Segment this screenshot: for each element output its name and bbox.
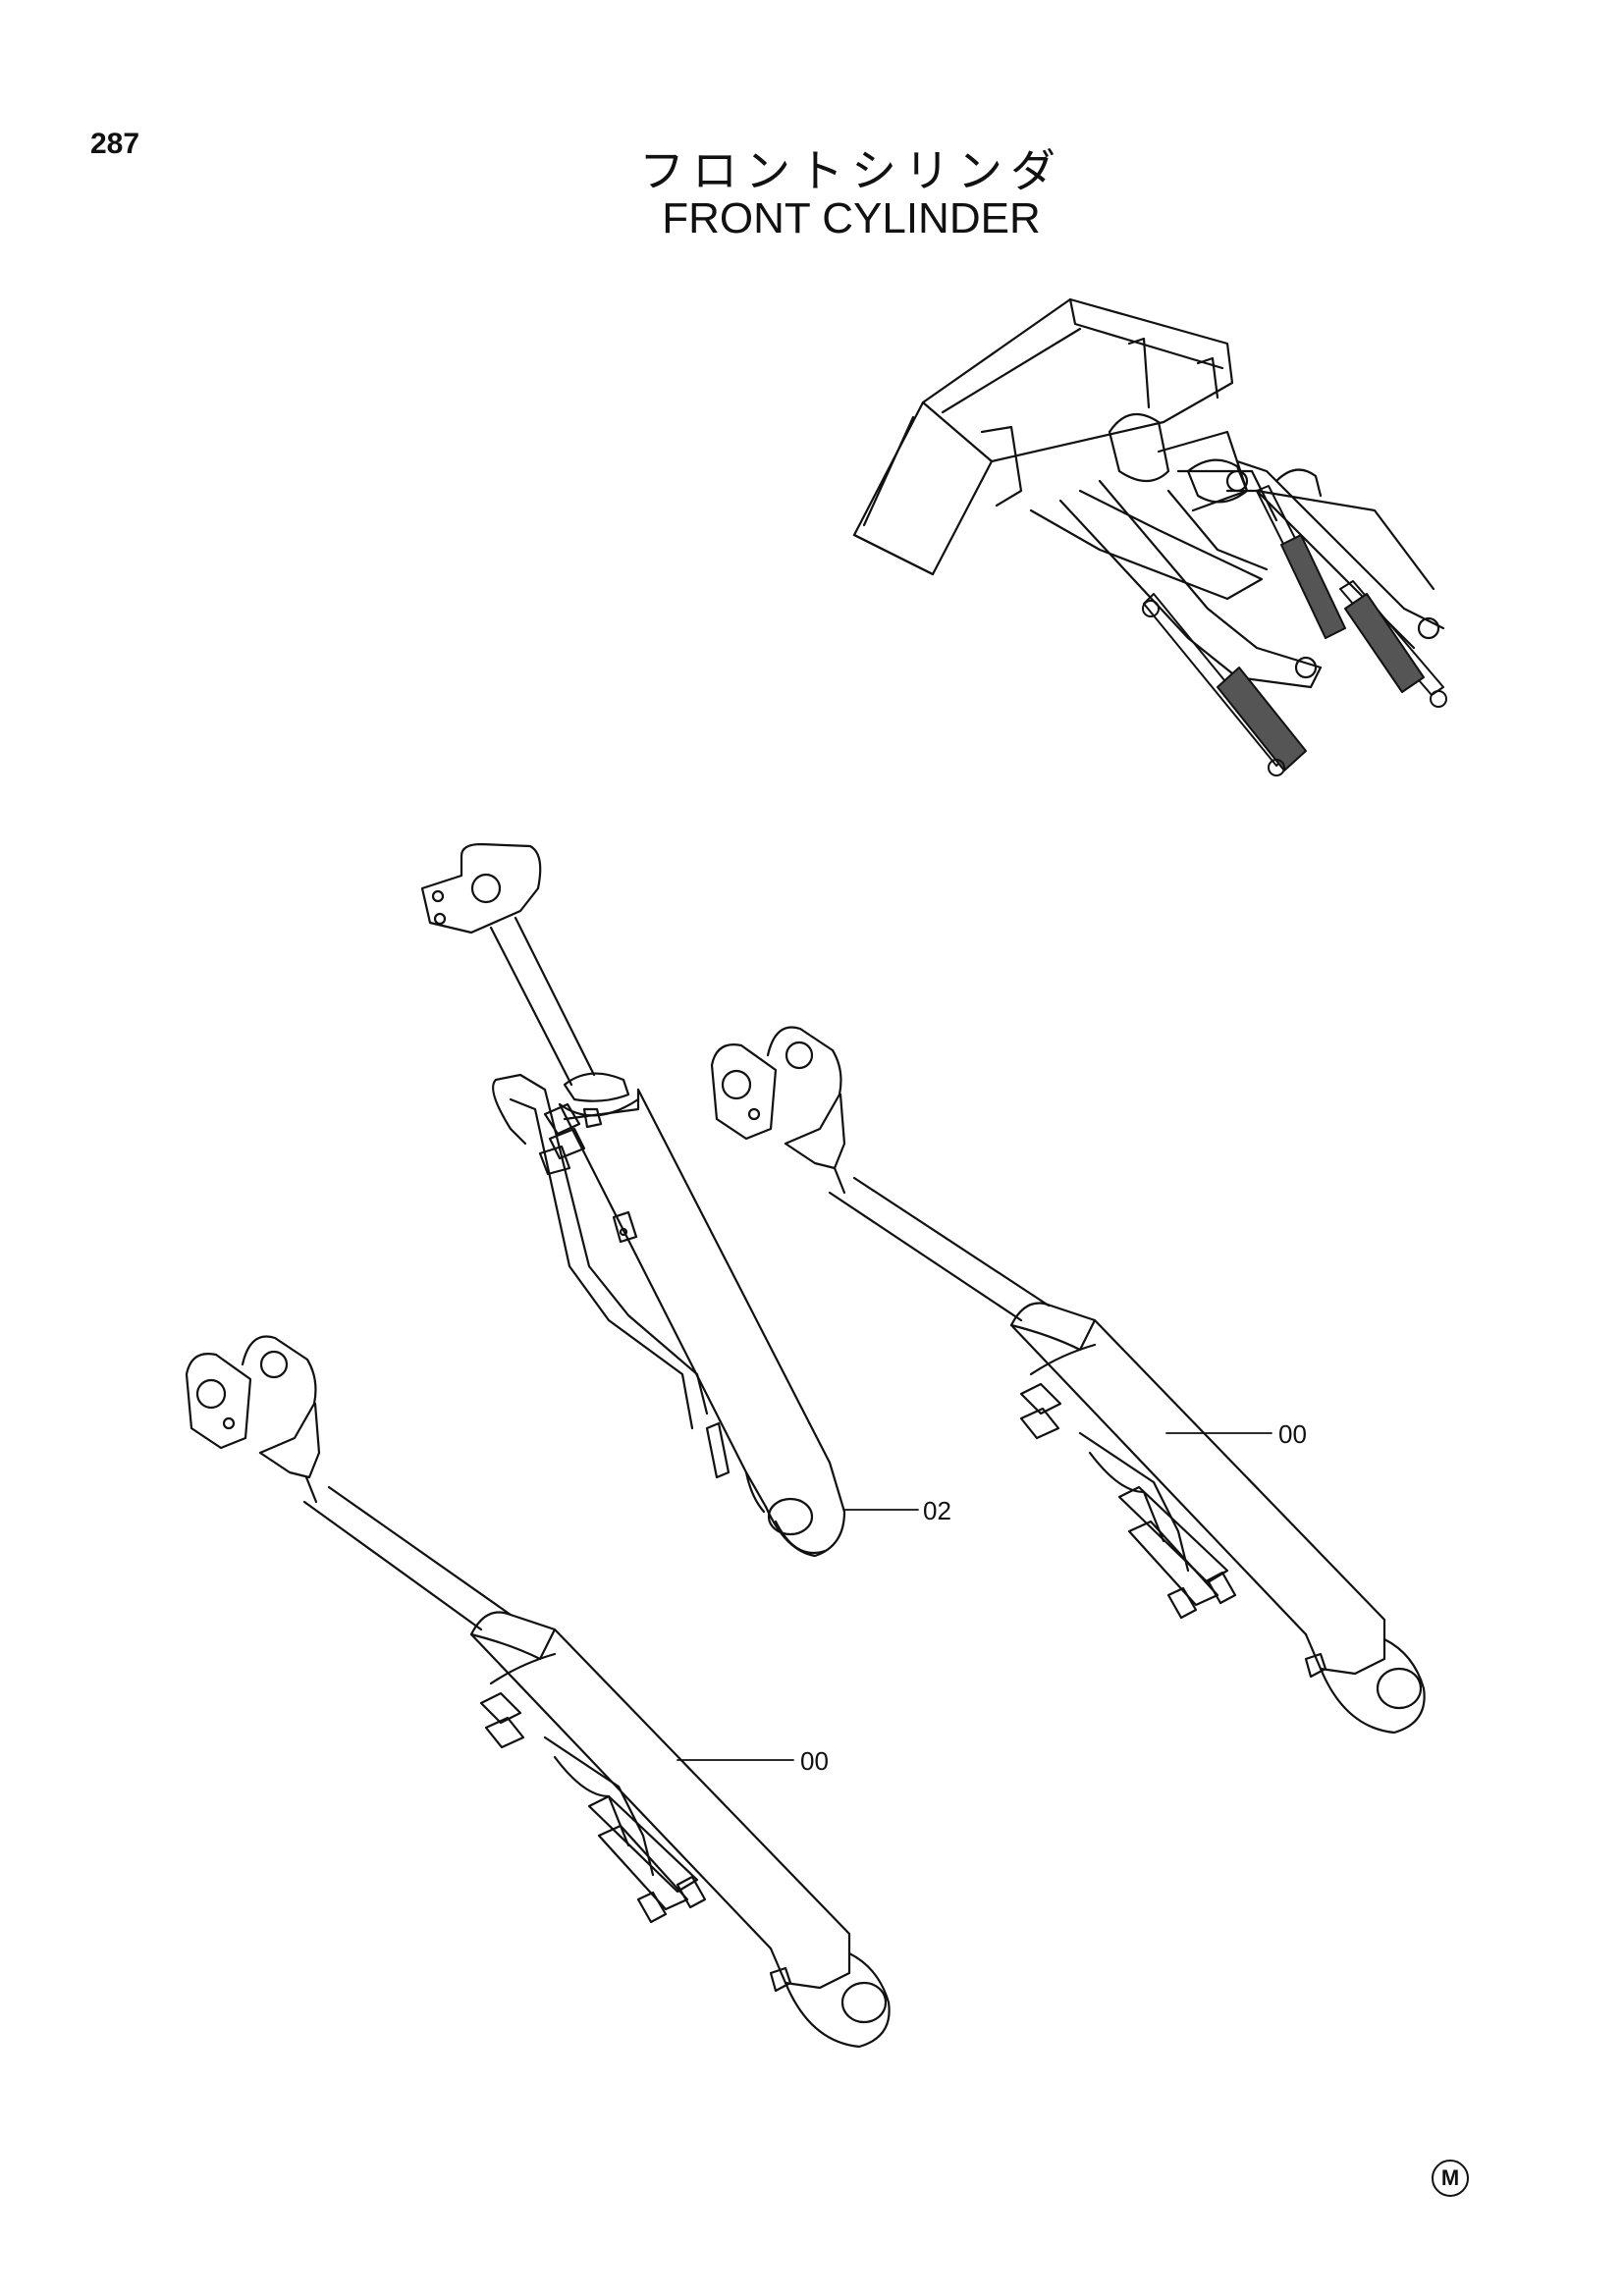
- callout-label-00-left: 00: [800, 1746, 829, 1776]
- bucket: [852, 297, 1234, 576]
- left-lift-cylinder: [185, 1335, 891, 2049]
- page-title-japanese: フロントシリンダ: [639, 144, 1063, 197]
- circled-m-mark: M: [1432, 2160, 1469, 2197]
- page-title-english: FRONT CYLINDER: [662, 194, 1041, 242]
- overview-cylinders: [1142, 485, 1447, 776]
- page-number: 287: [90, 128, 140, 160]
- right-lift-cylinder: [710, 1026, 1426, 1735]
- loader-overview-illustration: [852, 297, 1447, 776]
- callout-label-00-right: 00: [1278, 1419, 1307, 1449]
- callout-label-02: 02: [923, 1496, 951, 1525]
- bucket-cylinder: [420, 842, 846, 1558]
